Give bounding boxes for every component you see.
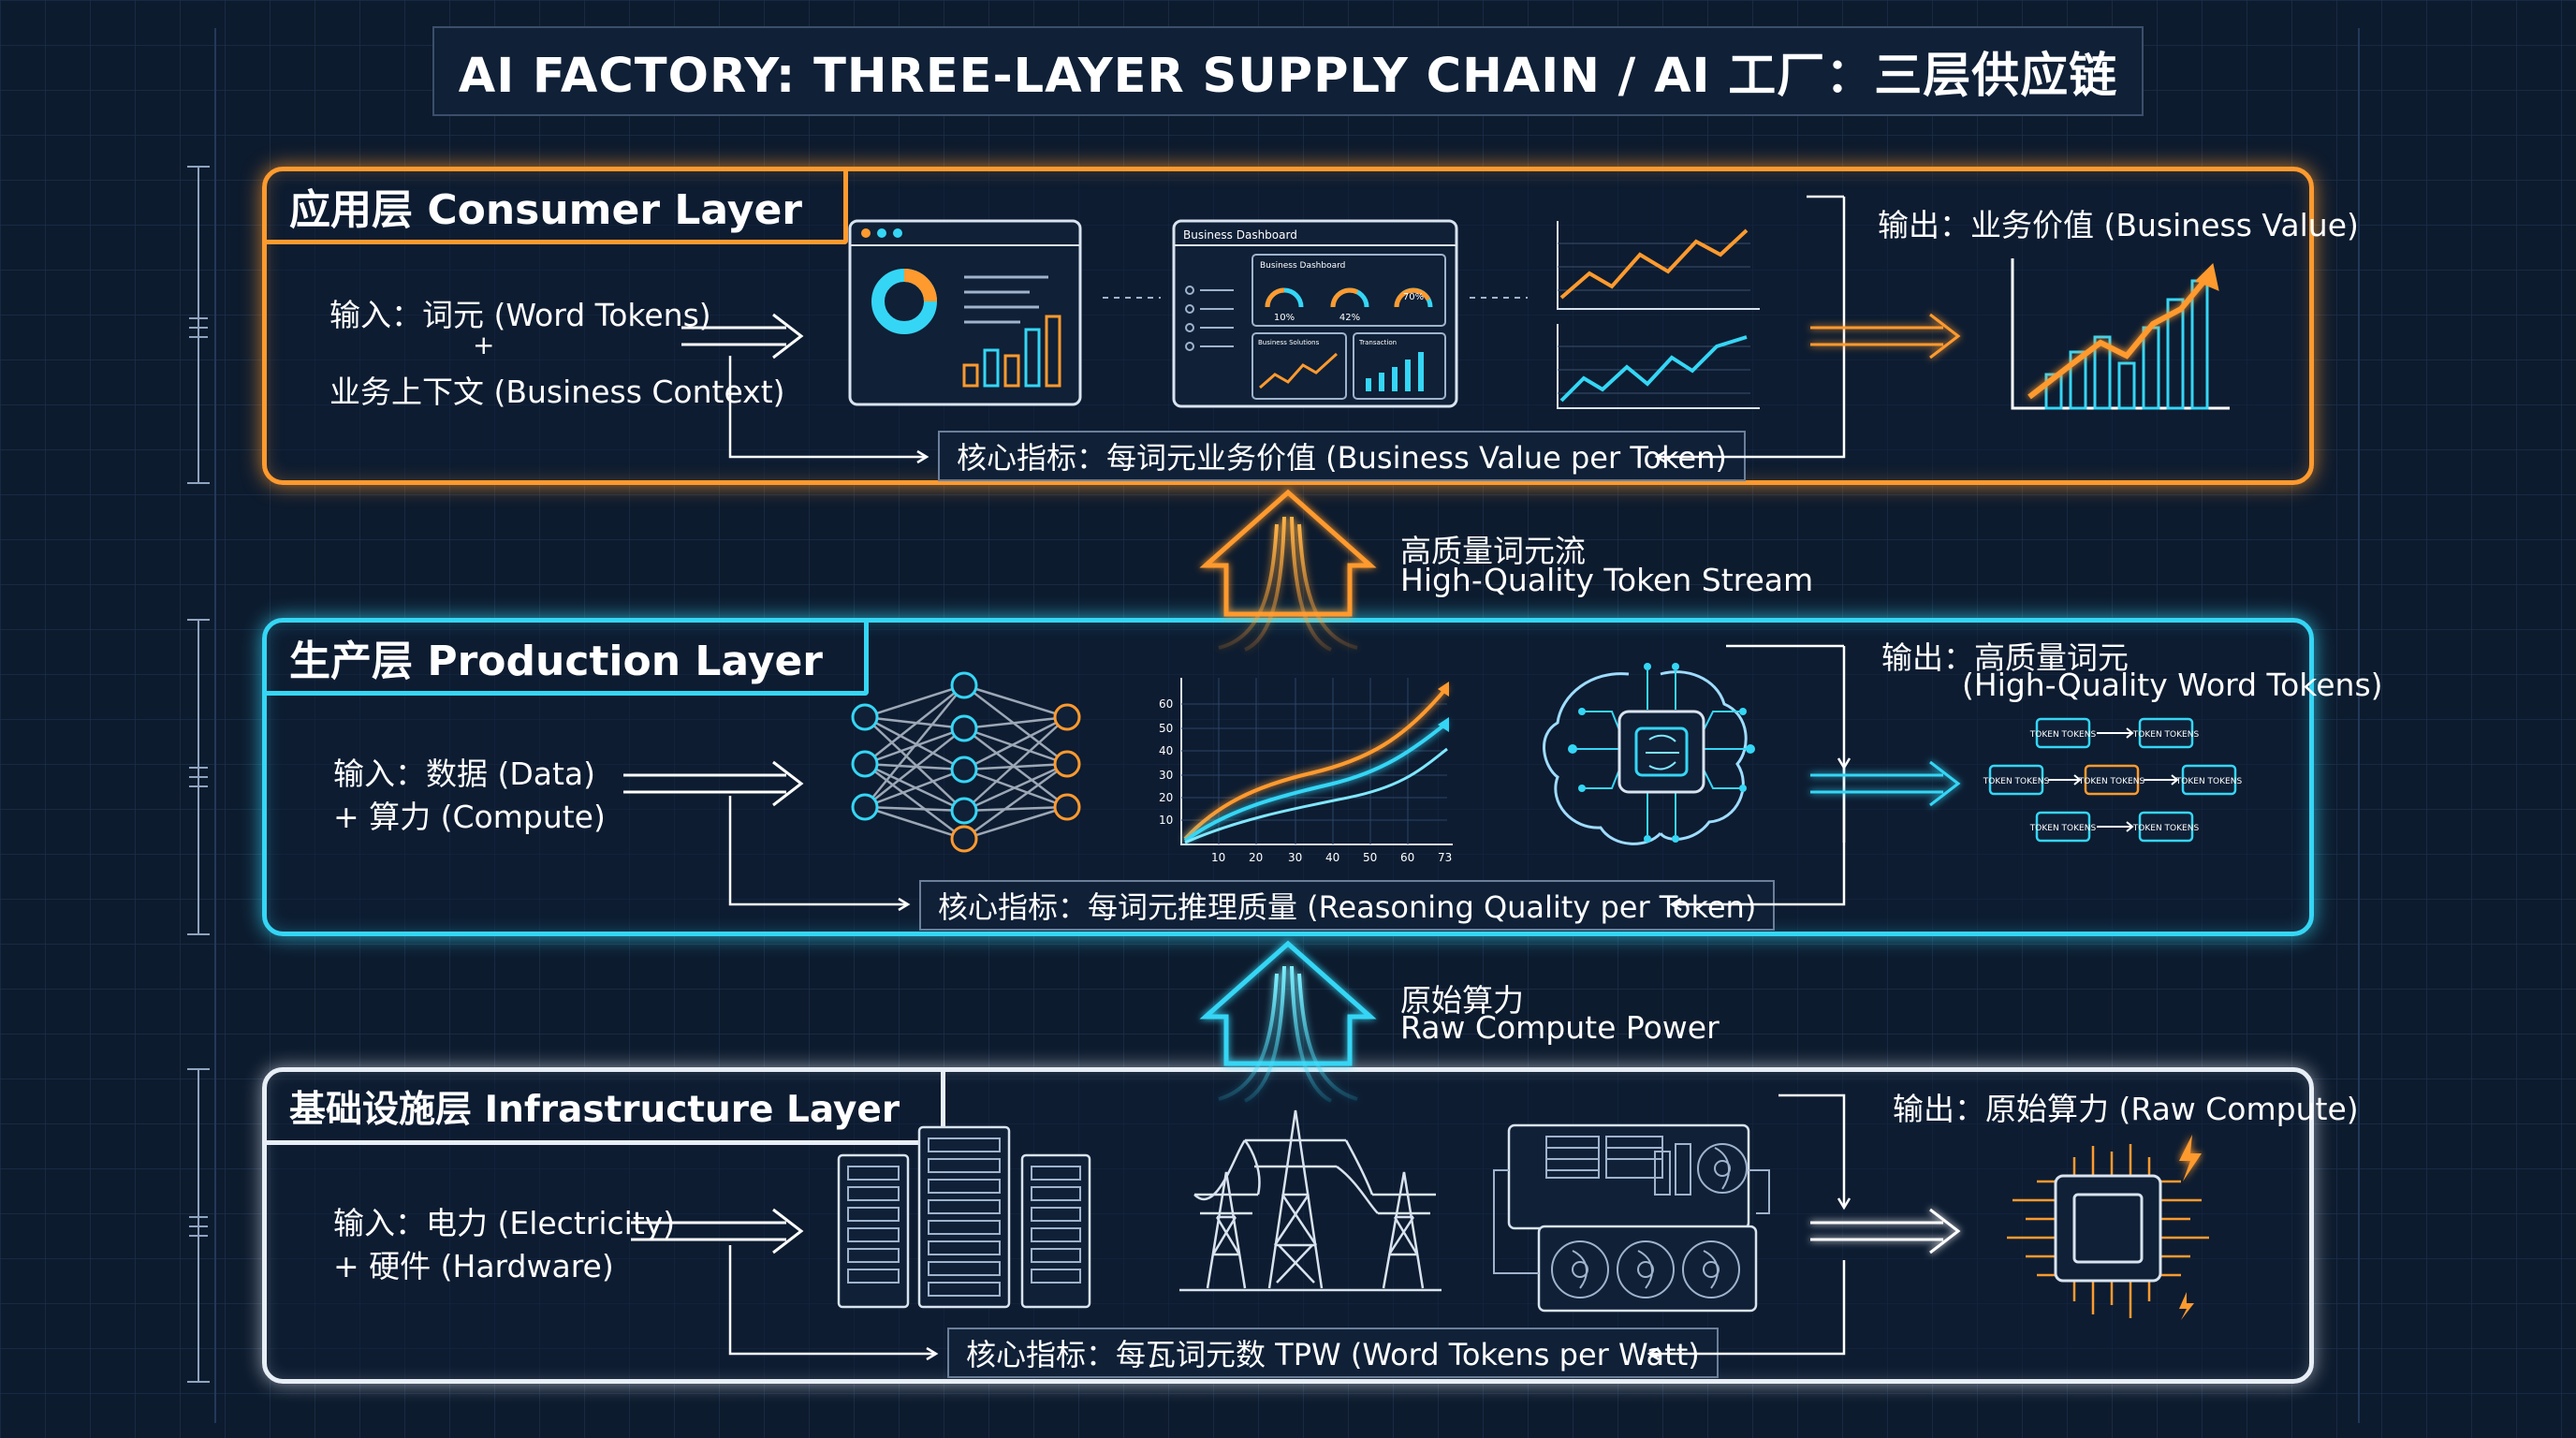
- production-input-line1: 输入：数据 (Data): [333, 756, 596, 792]
- production-output-arrow: [1810, 760, 1961, 807]
- flow-lower-en: Raw Compute Power: [1400, 1009, 1720, 1046]
- x-tick-60: 60: [1400, 851, 1414, 864]
- consumer-input-line2: 业务上下文 (Business Context): [329, 374, 785, 410]
- y-tick-50: 50: [1159, 722, 1173, 735]
- consumer-input-line1: 输入：词元 (Word Tokens): [329, 297, 711, 333]
- token-label: TOKEN TOKENS: [2029, 824, 2097, 833]
- reasoning-quality-chart-icon: 60 50 40 30 20 10 10 20 30 40 50 60 73: [1159, 678, 1453, 864]
- token-label: TOKEN TOKENS: [1983, 777, 2050, 786]
- token-label: TOKEN TOKENS: [2029, 730, 2097, 740]
- infrastructure-input-line2: + 硬件 (Hardware): [333, 1248, 614, 1284]
- gpu-cooling-unit-icon: [1493, 1123, 1770, 1313]
- business-dashboard-icon: Business Dashboard Business Dashboard 10…: [1172, 219, 1458, 408]
- infrastructure-output: 输出：原始算力 (Raw Compute): [1893, 1091, 2359, 1127]
- infrastructure-feedback-line: [728, 1093, 1852, 1361]
- analytics-window-icon: [848, 219, 1082, 406]
- x-tick-20: 20: [1249, 851, 1263, 864]
- production-output-line1: 输出：高质量词元: [1881, 639, 2129, 676]
- flow-upper-en: High-Quality Token Stream: [1400, 562, 1814, 598]
- token-label: TOKEN TOKENS: [2175, 777, 2243, 786]
- mini-chart-label-2: Transaction: [1358, 339, 1397, 346]
- x-tick-50: 50: [1363, 851, 1377, 864]
- production-output-line2: (High-Quality Word Tokens): [1962, 667, 2383, 703]
- consumer-input-plus: +: [473, 330, 495, 360]
- token-grid-icon: TOKEN TOKENS TOKEN TOKENS TOKEN TOKENS T…: [1983, 717, 2243, 843]
- x-tick-10: 10: [1211, 851, 1225, 864]
- dashboard-title: Business Dashboard: [1183, 228, 1297, 242]
- compute-power-arrow: [1199, 940, 1377, 1103]
- server-racks-icon: [837, 1125, 1091, 1309]
- consumer-kpi: 核心指标：每词元业务价值 (Business Value per Token): [938, 431, 1746, 481]
- x-tick-40: 40: [1325, 851, 1339, 864]
- flow-lower-zh: 原始算力: [1400, 982, 1524, 1019]
- production-feedback-line: [728, 644, 1852, 912]
- y-tick-40: 40: [1159, 744, 1173, 757]
- y-tick-10: 10: [1159, 814, 1173, 827]
- x-tick-73: 73: [1438, 851, 1452, 864]
- page-title: AI FACTORY: THREE-LAYER SUPPLY CHAIN / A…: [458, 49, 2118, 104]
- y-tick-20: 20: [1159, 791, 1173, 804]
- compute-chip-icon: [2007, 1135, 2209, 1320]
- infrastructure-kpi: 核心指标：每瓦词元数 TPW (Word Tokens per Watt): [947, 1328, 1719, 1378]
- mini-chart-label-1: Business Solutions: [1258, 339, 1320, 346]
- gauge-label-3: 70%: [1403, 292, 1424, 302]
- production-input-line2: + 算力 (Compute): [333, 799, 606, 835]
- infrastructure-output-arrow: [1810, 1208, 1961, 1255]
- power-towers-icon: [1179, 1109, 1442, 1292]
- infrastructure-input-arrow: [631, 1208, 804, 1255]
- token-label: TOKEN TOKENS: [2078, 777, 2145, 786]
- dashboard-subtitle: Business Dashboard: [1260, 261, 1345, 271]
- consumer-layer-title: 应用层 Consumer Layer: [267, 171, 848, 244]
- y-tick-60: 60: [1159, 697, 1173, 711]
- production-layer-title: 生产层 Production Layer: [267, 623, 869, 696]
- gauge-label-1: 10%: [1274, 313, 1295, 323]
- title-banner: AI FACTORY: THREE-LAYER SUPPLY CHAIN / A…: [432, 26, 2144, 116]
- gauge-label-2: 42%: [1339, 313, 1360, 323]
- consumer-input-arrow: [681, 313, 804, 360]
- trend-charts-icon: [1557, 221, 1760, 409]
- infrastructure-layer-title: 基础设施层 Infrastructure Layer: [267, 1072, 946, 1145]
- token-label: TOKEN TOKENS: [2132, 824, 2200, 833]
- infrastructure-input-line1: 输入：电力 (Electricity): [333, 1205, 676, 1241]
- consumer-feedback-line: [728, 195, 1846, 464]
- production-input-arrow: [623, 760, 804, 807]
- token-stream-arrow: [1199, 489, 1377, 652]
- y-tick-30: 30: [1159, 769, 1173, 782]
- token-label: TOKEN TOKENS: [2132, 730, 2200, 740]
- ai-brain-chip-icon: [1543, 663, 1755, 845]
- x-tick-30: 30: [1288, 851, 1302, 864]
- flow-upper-zh: 高质量词元流: [1400, 533, 1586, 569]
- neural-network-icon: [851, 671, 1081, 853]
- business-value-chart-icon: [2011, 258, 2230, 410]
- consumer-output-arrow: [1810, 313, 1961, 360]
- consumer-output: 输出：业务价值 (Business Value): [1878, 207, 2359, 243]
- production-kpi: 核心指标：每词元推理质量 (Reasoning Quality per Toke…: [919, 880, 1776, 931]
